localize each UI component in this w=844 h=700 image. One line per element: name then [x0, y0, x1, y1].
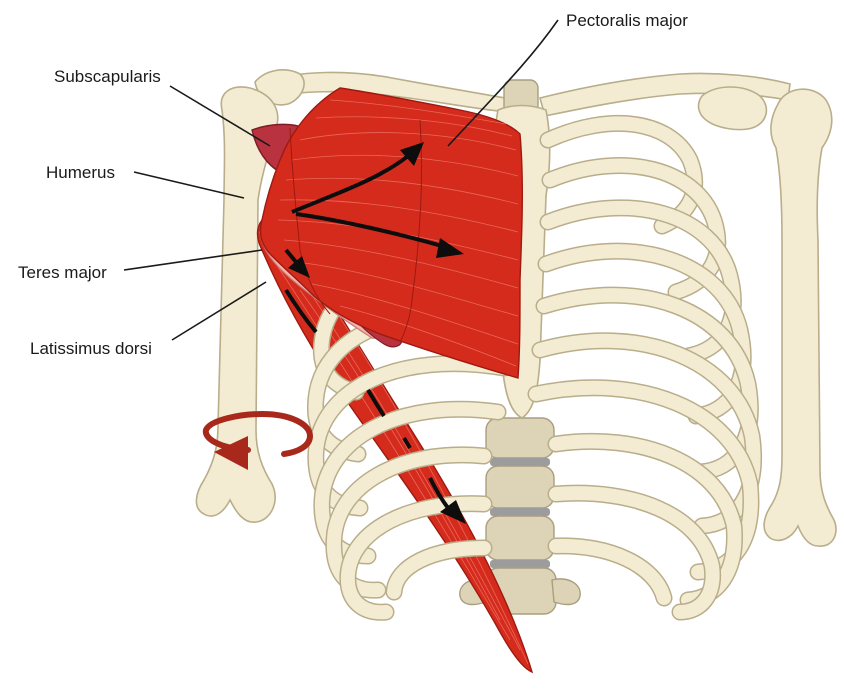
rib-cage-right: [536, 123, 754, 612]
label-pectoralis-major: Pectoralis major: [566, 11, 688, 30]
label-subscapularis: Subscapularis: [54, 67, 161, 86]
label-latissimus-dorsi: Latissimus dorsi: [30, 339, 152, 358]
label-humerus: Humerus: [46, 163, 115, 182]
humerus-right: [764, 89, 836, 546]
shoulder-joint-right: [699, 87, 767, 130]
label-teres-major: Teres major: [18, 263, 107, 282]
